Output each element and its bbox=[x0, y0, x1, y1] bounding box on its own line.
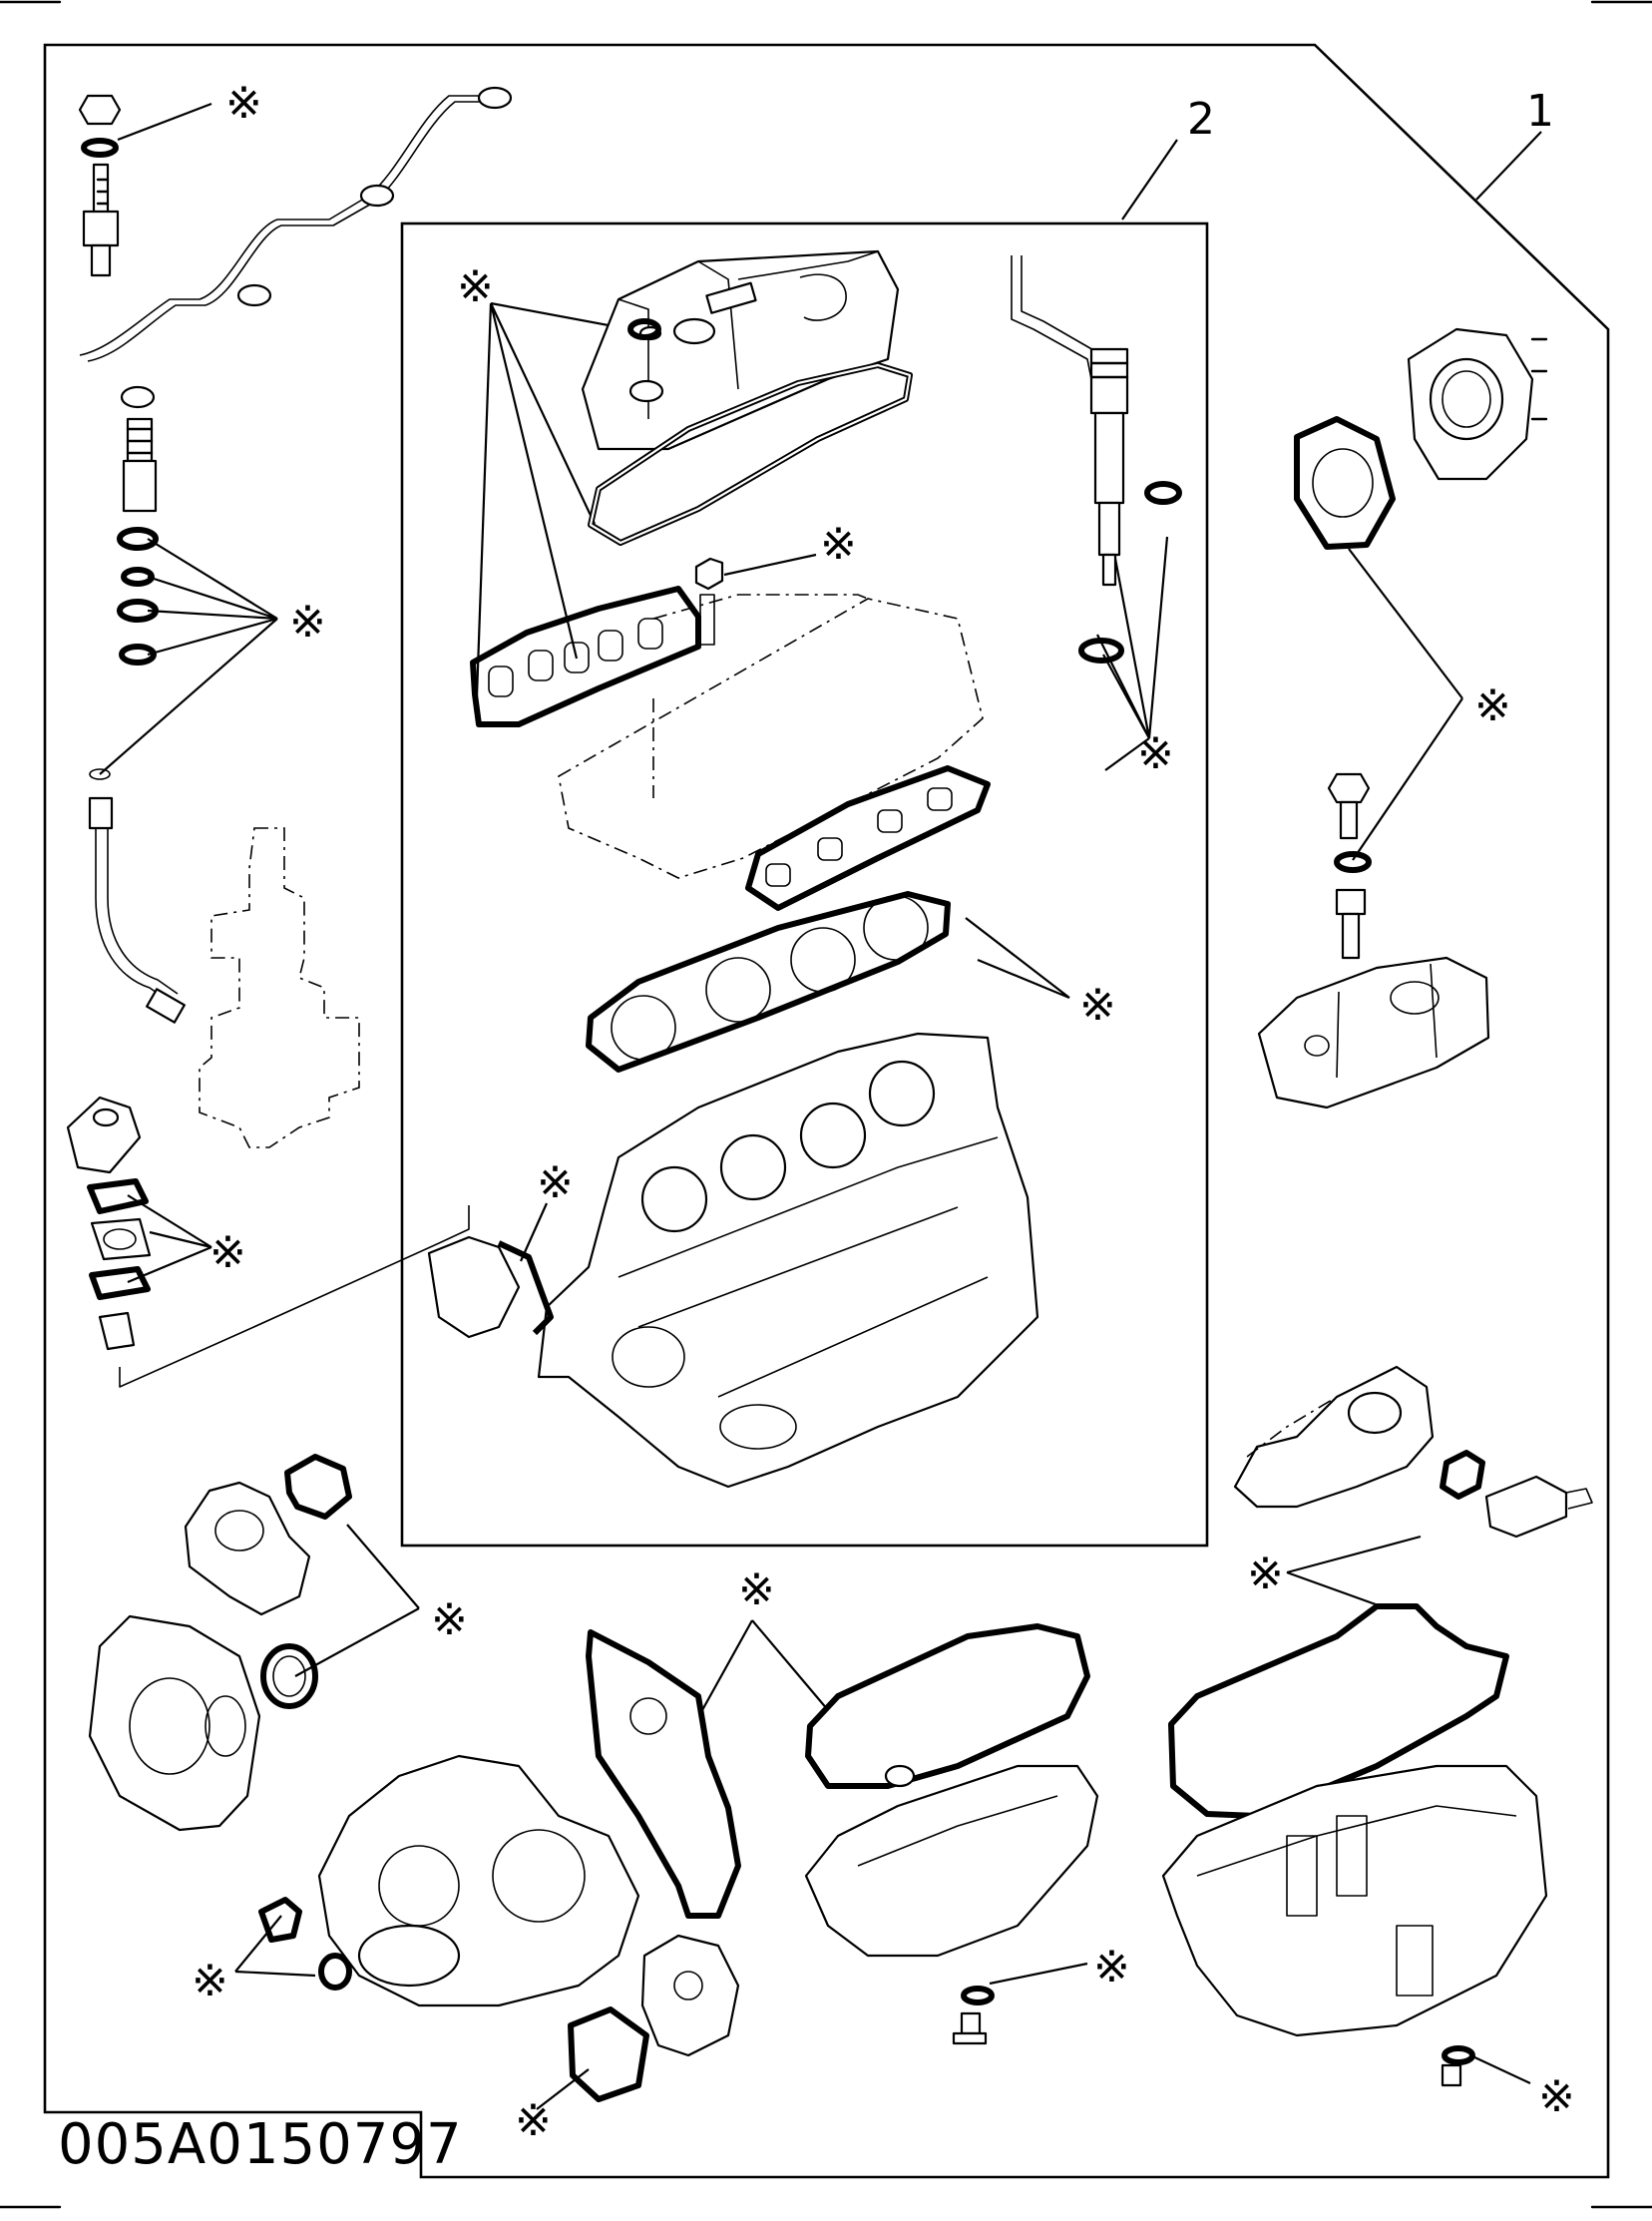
kit-marker: ※ bbox=[192, 1956, 228, 2006]
kit-marker: ※ bbox=[537, 1157, 574, 1208]
kit-marker: ※ bbox=[457, 261, 494, 312]
rocker-cover-gasket bbox=[588, 362, 913, 546]
water-pump bbox=[184, 1454, 352, 1616]
thermostat-housing-inner bbox=[427, 1235, 554, 1339]
timing-housing-flange bbox=[1407, 327, 1548, 481]
svg-text:2: 2 bbox=[1187, 94, 1215, 145]
kit-markers: ※ ※ ※ ※ ※ ※ ※ ※ ※ ※ ※ ※ ※ ※ ※ ※ bbox=[99, 78, 1575, 2146]
exhaust-manifold-gasket bbox=[745, 765, 991, 911]
thermostat-cover-right bbox=[1440, 1450, 1593, 1539]
oil-cooler-cover bbox=[568, 1934, 740, 2102]
thermostat-housing-left bbox=[66, 1096, 470, 1388]
thermostat-bolt bbox=[1327, 772, 1372, 960]
injection-pump-ghost bbox=[199, 827, 360, 1148]
injector-nozzle bbox=[1011, 255, 1182, 664]
kit-marker: ※ bbox=[1079, 980, 1116, 1031]
small-cover-gasket bbox=[258, 1897, 352, 1991]
inner-frame-item-2 bbox=[400, 222, 1209, 1548]
kit-marker: ※ bbox=[1093, 1942, 1130, 1993]
exhaust-manifold-right bbox=[1233, 1365, 1435, 1509]
kit-marker: ※ bbox=[1247, 1549, 1284, 1599]
cylinder-head-ghost bbox=[558, 594, 984, 879]
kit-marker: ※ bbox=[1474, 680, 1511, 731]
timing-gear-case bbox=[317, 1754, 640, 2007]
kit-marker: ※ bbox=[431, 1594, 468, 1645]
rocker-cover bbox=[581, 249, 900, 451]
oil-pan-right bbox=[1161, 1764, 1548, 2087]
oil-pan-gasket-right bbox=[1168, 1603, 1509, 1819]
svg-text:1: 1 bbox=[1526, 86, 1554, 137]
oil-pan-gasket-center bbox=[805, 1623, 1090, 1789]
outer-frame-item-1 bbox=[43, 43, 1610, 2179]
oil-pan-center bbox=[804, 1764, 1099, 2045]
kit-marker: ※ bbox=[209, 1227, 246, 1278]
cylinder-block bbox=[537, 1032, 1039, 1489]
kit-marker: ※ bbox=[1137, 728, 1174, 779]
intake-manifold-gasket bbox=[470, 586, 701, 727]
kit-marker: ※ bbox=[289, 597, 326, 648]
flange-gasket bbox=[1294, 416, 1396, 550]
head-gasket bbox=[586, 891, 951, 1073]
callout-2: 2 bbox=[1121, 94, 1215, 221]
kit-marker: ※ bbox=[738, 1564, 775, 1615]
water-outlet-housing bbox=[1257, 956, 1490, 1110]
kit-marker: ※ bbox=[1538, 2071, 1575, 2122]
kit-marker: ※ bbox=[225, 78, 262, 129]
flywheel-housing bbox=[88, 1614, 261, 1832]
crank-pulley-seal bbox=[260, 1643, 318, 1709]
callout-1: 1 bbox=[1475, 86, 1554, 201]
timing-gear-case-gasket bbox=[586, 1629, 741, 1919]
drawing-number-box: 005A0150797 bbox=[58, 2112, 463, 2177]
injection-pipe-assembly bbox=[78, 86, 513, 1024]
svg-text:005A0150797: 005A0150797 bbox=[58, 2112, 463, 2177]
kit-marker: ※ bbox=[820, 519, 857, 570]
